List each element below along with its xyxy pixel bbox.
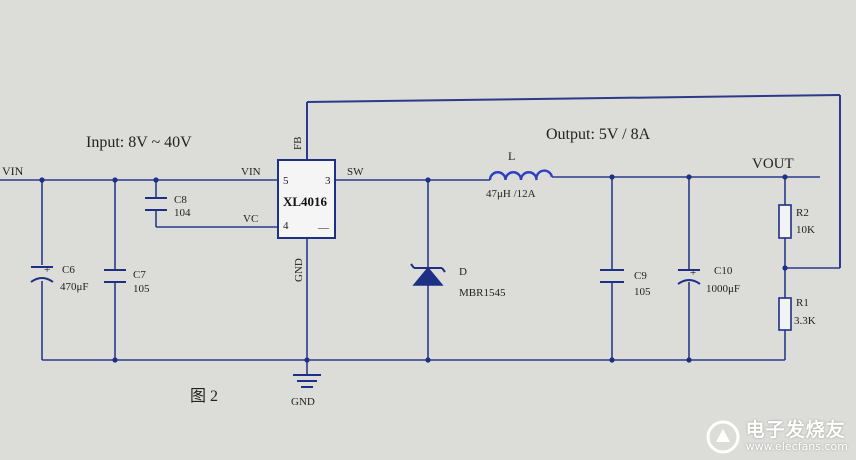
- resistor-r2-symbol: [778, 204, 792, 239]
- c7-value-label: 105: [133, 283, 150, 295]
- r1-value-label: 3.3K: [794, 315, 816, 327]
- output-spec-label: Output: 5V / 8A: [546, 126, 651, 143]
- resistor-r1-symbol: [778, 297, 792, 331]
- r1-ref-label: R1: [796, 297, 809, 309]
- c6-ref-label: C6: [62, 264, 75, 276]
- watermark-url: www.elecfans.com: [745, 440, 848, 454]
- ic-part-label: XL4016: [283, 194, 328, 209]
- diode-symbol: [410, 263, 446, 286]
- watermark-name: 电子发烧友: [745, 419, 846, 442]
- ground-symbol: [293, 374, 321, 388]
- ic-pin-sw-label: SW: [347, 166, 364, 178]
- ic-pin-minus: —: [317, 222, 330, 234]
- xl4016-chip: [277, 159, 336, 239]
- ic-pin5-number: 5: [283, 175, 289, 187]
- c10-ref-label: C10: [714, 265, 733, 277]
- c8-ref-label: C8: [174, 194, 187, 206]
- r2-value-label: 10K: [796, 224, 815, 236]
- ic-pin-gnd-label: GND: [293, 258, 305, 282]
- diode-ref-label: D: [459, 266, 467, 278]
- diode-value-label: MBR1545: [459, 287, 506, 299]
- svg-text:+: +: [690, 267, 696, 279]
- ic-pin-vc-label: VC: [243, 213, 258, 225]
- capacitor-c6-symbol: +: [30, 264, 54, 283]
- capacitor-c7-symbol: [104, 269, 126, 283]
- wires: [0, 94, 841, 375]
- r2-ref-label: R2: [796, 207, 809, 219]
- elecfans-logo-icon: [706, 420, 740, 454]
- junctions: [39, 174, 788, 363]
- c6-value-label: 470μF: [60, 281, 89, 293]
- c7-ref-label: C7: [133, 269, 146, 281]
- elecfans-watermark: 电子发烧友 www.elecfans.com: [706, 420, 848, 454]
- inductor-symbol: [488, 169, 554, 181]
- capacitor-c9-symbol: [600, 269, 624, 283]
- c8-value-label: 104: [174, 207, 191, 219]
- inductor-ref-label: L: [508, 149, 515, 163]
- ic-pin3-number: 3: [325, 175, 331, 187]
- ic-pin-fb-label: FB: [292, 137, 304, 150]
- c9-value-label: 105: [634, 286, 651, 298]
- figure-caption: 图 2: [190, 388, 218, 405]
- ic-pin4-number: 4: [283, 220, 289, 232]
- capacitor-c8-symbol: [145, 197, 167, 211]
- capacitor-c10-symbol: +: [677, 267, 701, 285]
- svg-text:+: +: [44, 264, 50, 276]
- ic-pin-vin-label: VIN: [241, 166, 261, 178]
- gnd-label: GND: [291, 396, 315, 408]
- vin-label: VIN: [2, 164, 24, 178]
- c9-ref-label: C9: [634, 270, 647, 282]
- input-spec-label: Input: 8V ~ 40V: [86, 134, 192, 151]
- inductor-value-label: 47μH /12A: [486, 188, 536, 200]
- c10-value-label: 1000μF: [706, 283, 740, 295]
- vout-label: VOUT: [752, 156, 794, 172]
